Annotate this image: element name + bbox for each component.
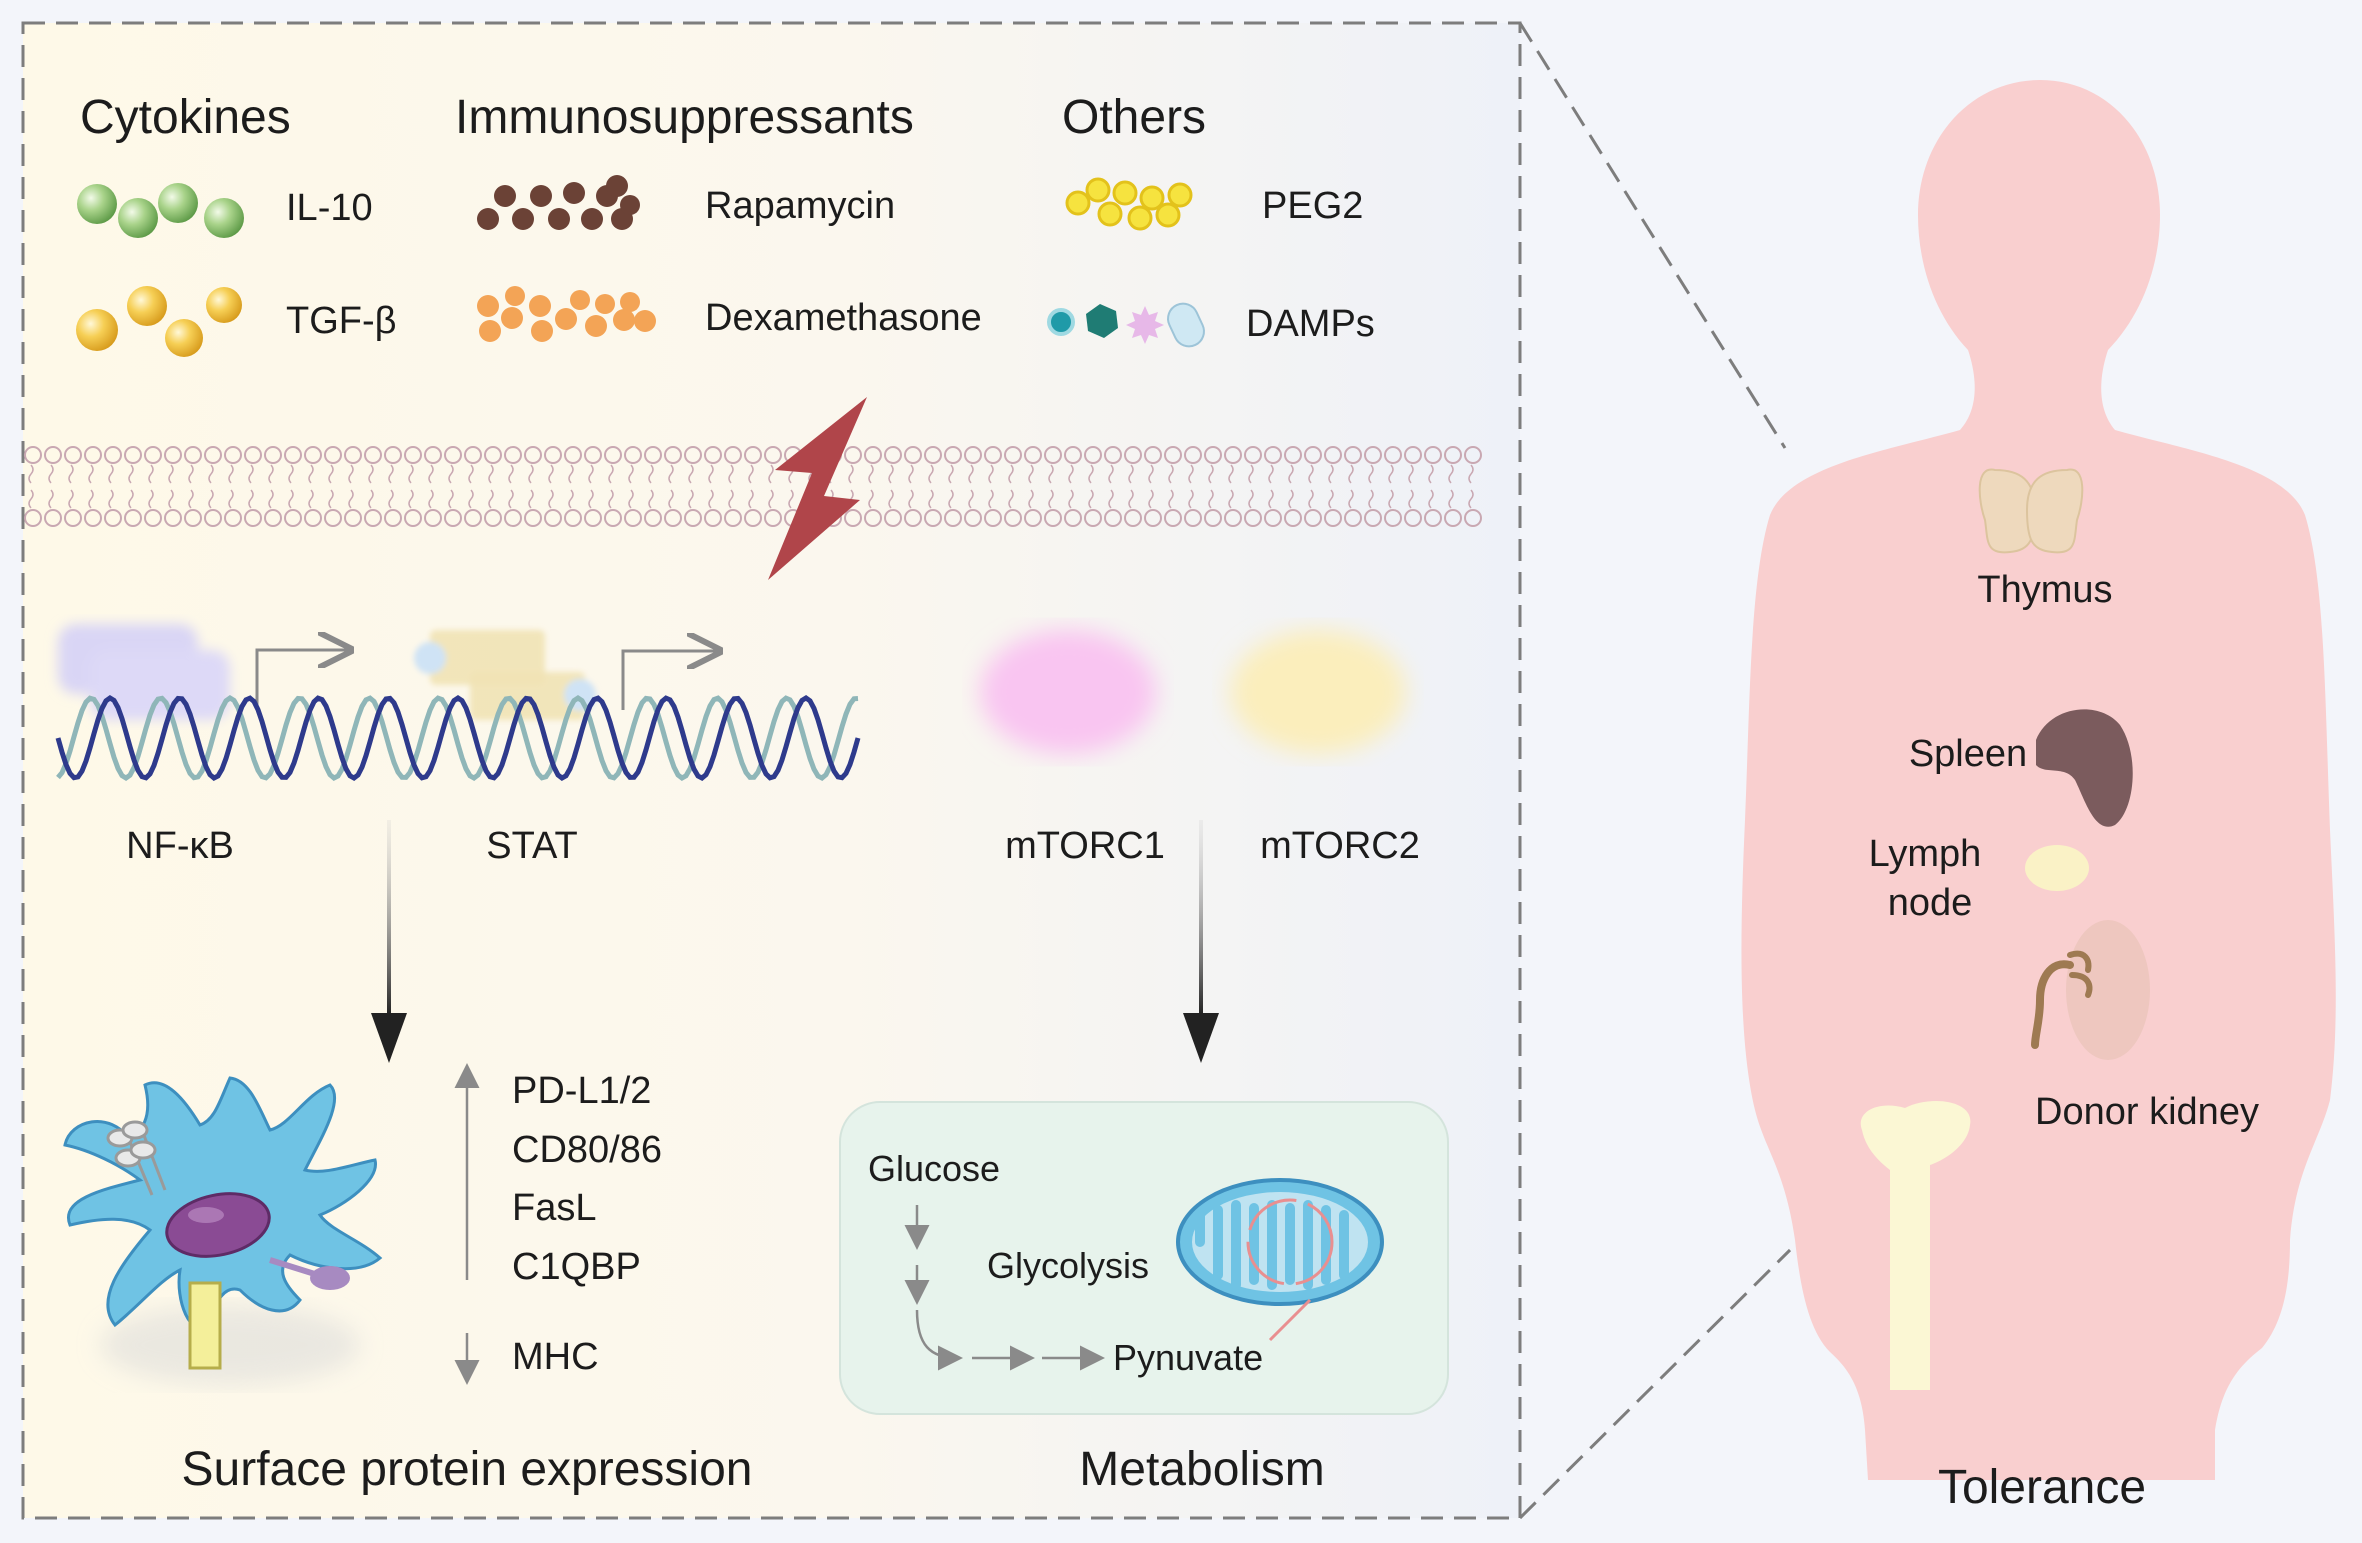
dna-helix — [55, 695, 861, 781]
glycolysis-pathway-arrows — [904, 1205, 1105, 1371]
donor-kidney-label: Donor kidney — [2035, 1091, 2259, 1133]
lymph-node-label-1: Lymph — [1869, 833, 1982, 875]
down-arrow-left — [371, 820, 407, 1063]
spleen-label: Spleen — [1909, 733, 2027, 775]
lightning-bolt-icon — [768, 397, 867, 580]
spleen-icon — [2036, 709, 2133, 827]
tgfb-label: TGF-β — [286, 300, 397, 342]
surface-title: Surface protein expression — [182, 1443, 753, 1496]
mtorc1-label: mTORC1 — [1005, 825, 1165, 867]
mitochondrion-icon — [1176, 1178, 1384, 1342]
transcription-arrow-nfkb — [255, 650, 348, 705]
damps-label: DAMPs — [1246, 303, 1375, 345]
lymph-node-label-2: node — [1888, 882, 1973, 924]
mtorc2-label: mTORC2 — [1260, 825, 1420, 867]
metabolism-title: Metabolism — [1079, 1443, 1324, 1496]
stat-dimer — [414, 630, 596, 720]
lymph-node-icon — [2025, 845, 2089, 891]
nfkb-complex — [58, 624, 230, 720]
thymus-label: Thymus — [1977, 569, 2112, 611]
dendritic-cell — [63, 1076, 383, 1385]
connector-bottom — [1518, 1248, 1792, 1520]
marker-pdl: PD-L1/2 — [512, 1070, 651, 1112]
green-spheres-icon — [77, 183, 244, 238]
stat-label: STAT — [486, 825, 577, 867]
cytokines-title: Cytokines — [80, 91, 291, 144]
down-arrow-right — [1183, 820, 1219, 1063]
nfkb-label: NF-κB — [126, 825, 234, 867]
human-body-silhouette — [1741, 80, 2336, 1480]
peg2-label: PEG2 — [1262, 185, 1363, 227]
marker-c1qbp: C1QBP — [512, 1246, 641, 1288]
mtorc1-blob — [980, 630, 1156, 754]
brown-dots-icon — [477, 175, 640, 230]
mixed-shapes-icon — [1047, 302, 1205, 348]
thymus-icon — [1978, 468, 2084, 554]
glucose-label: Glucose — [868, 1148, 1000, 1189]
tolerance-caption: Tolerance — [1938, 1461, 2146, 1514]
bone-icon — [1860, 1101, 1971, 1390]
others-title: Others — [1062, 91, 1206, 144]
gold-spheres-icon — [76, 286, 242, 357]
donor-kidney-icon — [2031, 920, 2150, 1060]
immunosuppressants-title: Immunosuppressants — [455, 91, 914, 144]
orange-dots-icon — [477, 286, 656, 342]
il10-label: IL-10 — [286, 187, 373, 229]
marker-fasl: FasL — [512, 1187, 596, 1229]
pyruvate-label: Pynuvate — [1113, 1337, 1263, 1378]
glycolysis-label: Glycolysis — [987, 1245, 1149, 1286]
dexamethasone-label: Dexamethasone — [705, 297, 982, 339]
marker-mhc: MHC — [512, 1336, 599, 1378]
yellow-rings-icon — [1065, 177, 1193, 231]
connector-top — [1518, 22, 1787, 449]
mtorc2-blob — [1230, 630, 1406, 754]
marker-cd80: CD80/86 — [512, 1129, 662, 1171]
transcription-arrow-stat — [621, 651, 717, 710]
rapamycin-label: Rapamycin — [705, 185, 895, 227]
